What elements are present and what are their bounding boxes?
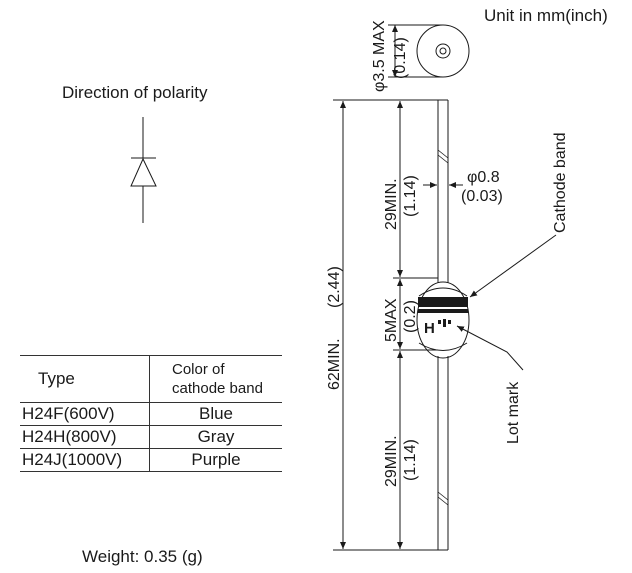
total-length-mm: 62MIN. <box>326 338 343 390</box>
lead-bottom-in: (1.14) <box>402 439 419 481</box>
cathode-band-label: Cathode band <box>552 132 569 233</box>
dimension-body-length <box>393 279 438 351</box>
end-view <box>388 24 470 78</box>
weight-label: Weight: 0.35 (g) <box>82 547 203 566</box>
lead-top <box>437 99 449 285</box>
diode-symbol-icon <box>130 117 157 223</box>
cathode-band-leader <box>469 234 557 298</box>
lead-bottom-mm: 29MIN. <box>383 435 400 487</box>
lead-top-mm: 29MIN. <box>383 178 400 230</box>
header-color-line2: cathode band <box>172 380 263 397</box>
lead-diameter-mm: φ0.8 <box>467 169 500 186</box>
body-marking: H <box>424 319 451 337</box>
total-length-in: (2.44) <box>326 266 343 308</box>
header-color: Color of cathode band <box>149 355 282 403</box>
body-marking-text: H <box>424 320 435 337</box>
lead-top-in: (1.14) <box>402 175 419 217</box>
table-row: H24H(800V) Gray <box>20 425 282 449</box>
table-header-row: Type Color of cathode band <box>20 355 282 403</box>
table-row: H24J(1000V) Purple <box>20 448 282 472</box>
row-color: Gray <box>149 425 282 449</box>
header-type: Type <box>20 355 150 403</box>
head-diameter-in: (0.14) <box>392 37 409 79</box>
row-type: H24H(800V) <box>20 425 150 449</box>
row-color: Blue <box>149 402 282 426</box>
lead-bottom <box>437 356 449 551</box>
lead-diameter-in: (0.03) <box>461 188 503 205</box>
dimension-lead-top <box>393 101 438 279</box>
row-type: H24J(1000V) <box>20 448 150 472</box>
lot-mark-label: Lot mark <box>505 381 522 444</box>
unit-label: Unit in mm(inch) <box>484 6 608 25</box>
row-color: Purple <box>149 448 282 472</box>
head-diameter-mm: φ3.5 MAX <box>371 20 388 92</box>
dimension-total-length <box>333 99 438 551</box>
body-length-mm: 5MAX <box>383 298 400 342</box>
type-color-table: Type Color of cathode band H24F(600V) Bl… <box>20 355 282 472</box>
row-type: H24F(600V) <box>20 402 150 426</box>
body-length-in: (0.2) <box>402 300 419 333</box>
polarity-title: Direction of polarity <box>62 83 208 102</box>
table-row: H24F(600V) Blue <box>20 402 282 426</box>
lot-mark-leader <box>456 325 524 371</box>
header-color-line1: Color of <box>172 361 225 378</box>
